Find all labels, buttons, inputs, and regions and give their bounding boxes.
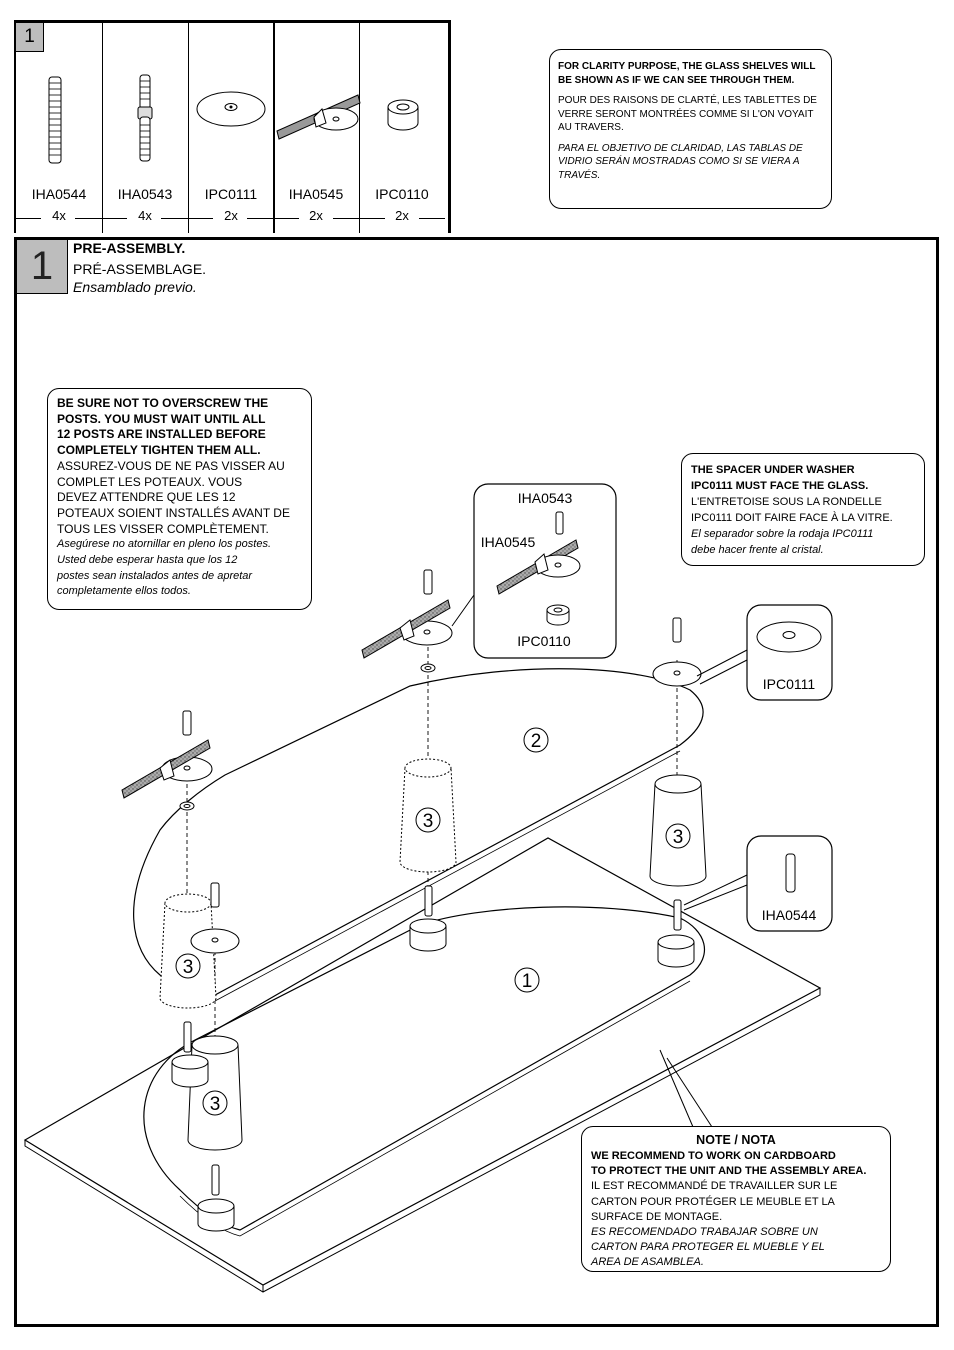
step-title-es: Ensamblado previo. (73, 279, 197, 295)
cardboard-en-1: WE RECOMMEND TO WORK ON CARDBOARD (591, 1150, 836, 1162)
bracket-iha0545-icon (276, 94, 361, 140)
warning-en-1: BE SURE NOT TO OVERSCREW THE (57, 396, 269, 410)
step-number: 1 (17, 240, 68, 294)
cardboard-fr-3: SURFACE DE MONTAGE. (591, 1210, 723, 1223)
parts-step-number: 1 (16, 23, 44, 52)
parts-table: 1 (14, 20, 451, 233)
warning-fr-1: ASSUREZ-VOUS DE NE PAS VISSER AU (57, 458, 285, 473)
spacer-es-2: debe hacer frente al cristal. (691, 544, 824, 556)
cardboard-en-2: TO PROTECT THE UNIT AND THE ASSEMBLY ARE… (591, 1165, 867, 1178)
part-qty: 2x (392, 208, 412, 223)
cardboard-es-1: ES RECOMENDADO TRABAJAR SOBRE UN (591, 1226, 818, 1239)
shelf-top-label: 2 (531, 731, 542, 752)
part-code: IPC0110 (375, 186, 429, 202)
warning-fr-3: DEVEZ ATTENDRE QUE LES 12 (57, 490, 236, 505)
cardboard-es-3: AREA DE ASAMBLEA. (591, 1256, 704, 1269)
cardboard-fr-1: IL EST RECOMMANDÉ DE TRAVAILLER SUR LE (591, 1180, 838, 1193)
bottom-glass-shelf (143, 906, 706, 1231)
clarity-note: FOR CLARITY PURPOSE, THE GLASS SHELVES W… (549, 49, 832, 209)
spacer-en-2: IPC0111 MUST FACE THE GLASS. (691, 480, 869, 492)
table-divider (273, 23, 275, 233)
step-title-en: PRE-ASSEMBLY. (73, 240, 186, 256)
part-qty: 2x (306, 208, 326, 223)
table-divider (359, 23, 360, 233)
spacer-fr-2: IPC0111 DOIT FAIRE FACE À LA VITRE. (691, 512, 893, 524)
screw-callout-label: IHA0544 (762, 907, 817, 923)
part-qty: 4x (49, 208, 69, 223)
part-qty: 2x (221, 208, 241, 223)
part-code: IHA0545 (288, 186, 344, 202)
screw-iha0544-icon (48, 76, 62, 164)
cardboard-note: NOTE / NOTA WE RECOMMEND TO WORK ON CARD… (581, 1126, 891, 1272)
parts-illustrations (48, 74, 419, 164)
warning-es-1: Asegúrese no atornillar en pleno los pos… (57, 538, 272, 551)
warning-en-4: COMPLETELY TIGHTEN THEM ALL. (57, 443, 261, 458)
clarity-note-en: FOR CLARITY PURPOSE, THE GLASS SHELVES W… (558, 61, 816, 86)
warning-fr-4: POTEAUX SOIENT INSTALLÉS AVANT DE (57, 505, 290, 520)
screw-icon (182, 569, 682, 1196)
warning-en-3: 12 POSTS ARE INSTALLED BEFORE (57, 427, 266, 442)
washer-callout-label: IPC0111 (763, 676, 816, 692)
detail-part-a: IHA0543 (518, 490, 573, 506)
post-label: 3 (423, 811, 434, 832)
spacer-fr-1: L'ENTRETOISE SOUS LA RONDELLE (691, 496, 882, 508)
clarity-note-fr: POUR DES RAISONS DE CLARTÉ, LES TABLETTE… (558, 95, 817, 133)
screw-iha0543-icon (137, 74, 153, 162)
detail-part-c: IPC0110 (517, 633, 571, 649)
spacer-ipc0110-icon (387, 99, 419, 131)
detail-part-b: IHA0545 (481, 534, 536, 550)
table-divider (188, 23, 189, 233)
cardboard-fr-2: CARTON POUR PROTÉGER LE MEUBLE ET LA (591, 1195, 835, 1208)
shelf-bottom-label: 1 (522, 971, 533, 992)
step-frame (14, 237, 939, 1327)
post-label: 3 (183, 957, 194, 978)
spacer-note: THE SPACER UNDER WASHER IPC0111 MUST FAC… (681, 453, 925, 566)
spacer-en-1: THE SPACER UNDER WASHER (691, 464, 855, 476)
part-code: IHA0544 (31, 186, 87, 202)
warning-note: BE SURE NOT TO OVERSCREW THE POSTS. YOU … (47, 388, 312, 610)
step-title-fr: PRÉ-ASSEMBLAGE. (73, 261, 207, 277)
washer-ipc0111-icon (196, 91, 266, 127)
clarity-note-es: PARA EL OBJETIVO DE CLARIDAD, LAS TABLAS… (558, 142, 803, 181)
post-label: 3 (210, 1094, 221, 1115)
warning-fr-5: TOUS LES VISSER COMPLÈTEMENT. (57, 521, 269, 536)
part-qty: 4x (135, 208, 155, 223)
warning-es-2: Usted debe esperar hasta que los 12 (57, 554, 238, 567)
warning-fr-2: COMPLET LES POTEAUX. VOUS (57, 474, 243, 489)
warning-es-4: completamente ellos todos. (57, 585, 191, 598)
cardboard-heading: NOTE / NOTA (696, 1133, 776, 1147)
part-code: IPC0111 (204, 186, 258, 202)
bracket-icon (121, 599, 451, 799)
part-code: IHA0543 (117, 186, 173, 202)
warning-en-2: POSTS. YOU MUST WAIT UNTIL ALL (57, 411, 266, 426)
spacer-es-1: El separador sobre la rodaja IPC0111 (691, 528, 874, 540)
post-icon (159, 758, 707, 1151)
post-label: 3 (673, 827, 684, 848)
cardboard-es-2: CARTON PARA PROTEGER EL MUEBLE Y EL (591, 1241, 825, 1254)
warning-es-3: postes sean instalados antes de apretar (57, 569, 253, 582)
table-divider (102, 23, 103, 233)
